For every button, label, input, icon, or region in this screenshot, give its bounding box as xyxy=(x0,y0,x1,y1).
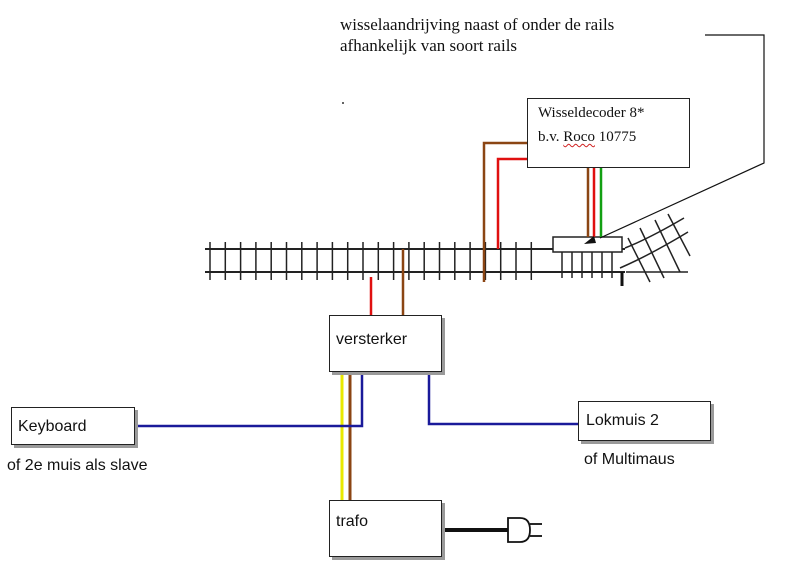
keyboard-caption: of 2e muis als slave xyxy=(7,457,148,474)
transformer-label: trafo xyxy=(336,513,369,530)
booster-label: versterker xyxy=(336,331,408,348)
transformer-box: trafo xyxy=(329,500,442,557)
callout-line xyxy=(599,34,765,239)
turnout-motor-icon xyxy=(552,236,623,253)
lokmuis-label: Lokmuis 2 xyxy=(586,412,659,429)
lokmuis-caption: of Multimaus xyxy=(584,451,675,468)
booster-box: versterker xyxy=(329,315,442,372)
track-sleepers xyxy=(209,242,533,280)
lokmuis-box: Lokmuis 2 xyxy=(578,401,711,441)
wire-decoder-feed-brown xyxy=(482,141,527,282)
stray-dot xyxy=(342,102,344,104)
turnout-motor-legs xyxy=(561,252,613,278)
decoder-model: b.v. Roco 10775 xyxy=(538,129,636,146)
turnout-branch xyxy=(619,213,691,283)
decoder-model-prefix: b.v. xyxy=(538,129,564,145)
note-line-2: afhankelijk van soort rails xyxy=(340,36,518,55)
wire-bus-keyboard xyxy=(135,372,364,428)
plug-icon xyxy=(507,517,542,543)
wire-bus-lokmuis xyxy=(427,372,578,426)
note-line-1: wisselaandrijving naast of onder de rail… xyxy=(340,15,615,34)
motor-placement-note: wisselaandrijving naast of onder de rail… xyxy=(340,14,614,56)
keyboard-box: Keyboard xyxy=(11,407,135,445)
keyboard-label: Keyboard xyxy=(18,418,87,435)
decoder-model-brand: Roco xyxy=(563,129,595,145)
track xyxy=(205,213,691,286)
decoder-title: Wisseldecoder 8* xyxy=(538,105,645,121)
decoder-motor-wires xyxy=(586,168,603,237)
decoder-model-suffix: 10775 xyxy=(594,129,637,145)
decoder-box: Wisseldecoder 8* b.v. Roco 10775 xyxy=(527,98,690,168)
callout-arrowhead xyxy=(584,236,596,244)
wire-decoder-feed-red xyxy=(496,157,527,249)
